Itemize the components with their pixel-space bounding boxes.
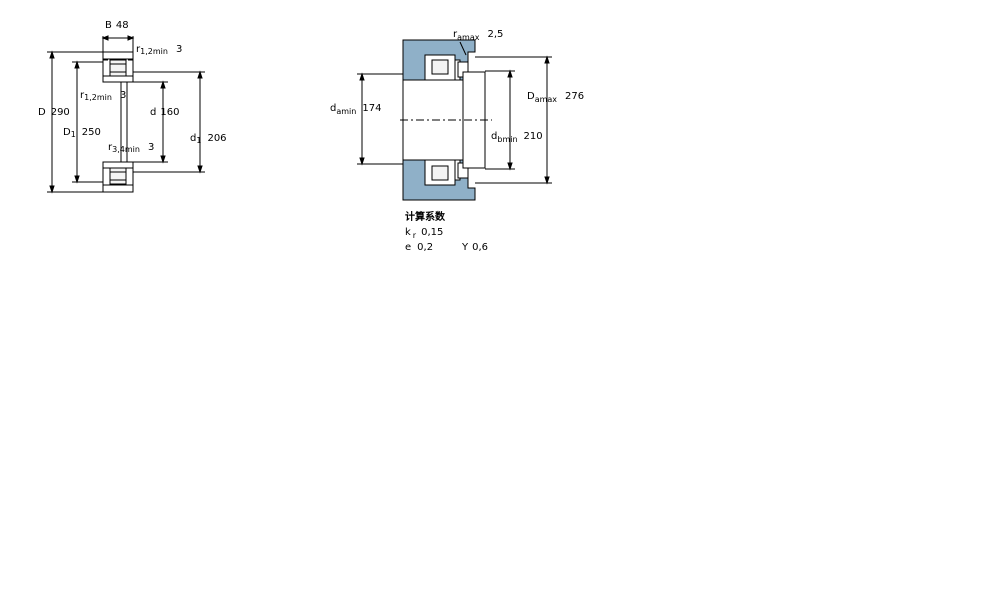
left-dimension-lines [47,35,205,194]
housing-section [400,39,492,201]
inner-ring-bottom [102,161,134,169]
bearing-top [424,54,456,81]
factors-title: 计算系数 [405,210,446,223]
left-bearing-section [102,51,134,193]
right-dimension-lines [357,41,552,185]
roller-bottom [109,167,127,185]
outer-ring-bottom-flange [102,184,134,193]
roller-top [109,59,127,77]
bearing-bottom-roller [431,165,449,181]
bearing-top-roller [431,59,449,75]
inner-ring-top [102,75,134,83]
outer-ring-top-flange [102,51,134,60]
